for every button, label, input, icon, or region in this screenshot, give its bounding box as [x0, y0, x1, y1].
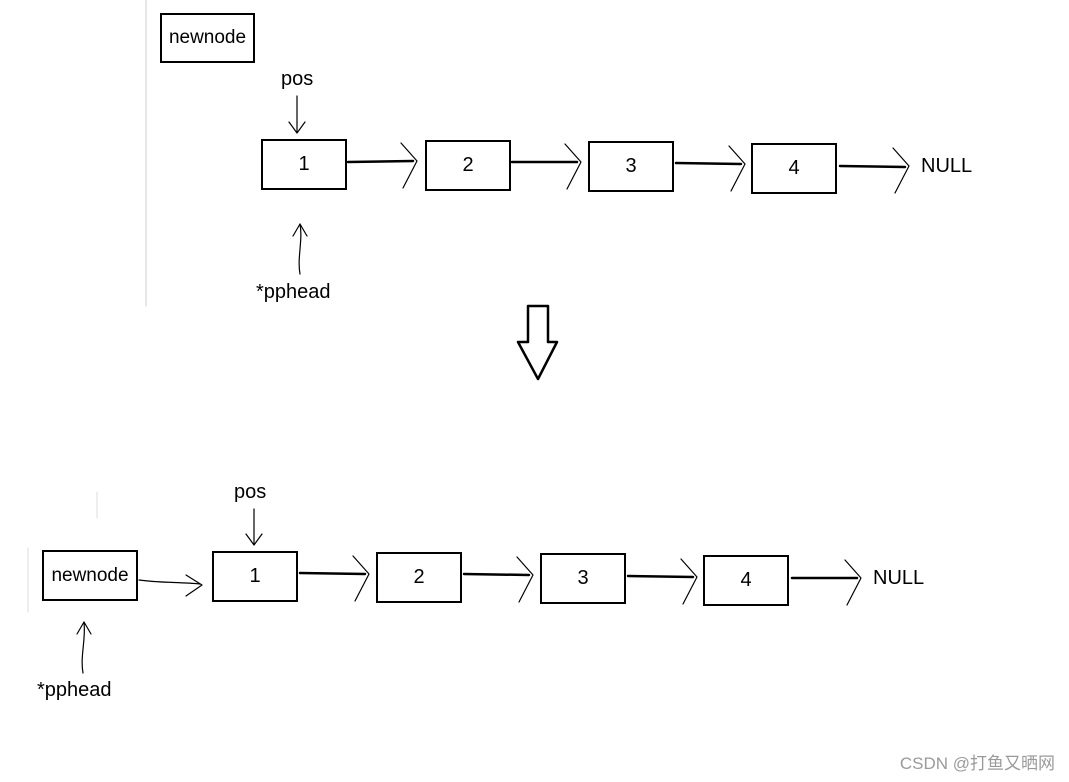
- before-newnode-box: newnode: [160, 13, 255, 63]
- after-link-newnode-1: [138, 574, 203, 597]
- after-pphead-arrow: [76, 621, 92, 674]
- before-pos-arrow: [288, 95, 306, 134]
- after-link-2-3: [462, 556, 534, 603]
- after-node-1: 1: [212, 551, 298, 602]
- after-node-4-value: 4: [740, 569, 752, 591]
- before-node-2-value: 2: [462, 154, 474, 176]
- after-node-4: 4: [703, 555, 789, 606]
- before-pos-label: pos: [281, 68, 314, 90]
- before-node-4: 4: [751, 143, 837, 194]
- before-newnode-label: newnode: [168, 27, 247, 48]
- after-node-1-value: 1: [249, 565, 261, 587]
- before-null-label: NULL: [921, 155, 973, 177]
- transition-down-arrow: [516, 304, 559, 381]
- before-node-4-value: 4: [788, 157, 800, 179]
- before-node-1: 1: [261, 139, 347, 190]
- after-link-1-2: [298, 555, 370, 602]
- before-link-3-4: [674, 145, 746, 192]
- before-pphead-arrow: [292, 223, 308, 275]
- before-link-2-3: [510, 143, 582, 190]
- after-link-4-null: [790, 559, 862, 606]
- before-node-1-value: 1: [298, 153, 310, 175]
- after-pphead-label: *pphead: [37, 679, 112, 701]
- after-node-3-value: 3: [577, 567, 589, 589]
- after-newnode-label: newnode: [51, 564, 129, 586]
- watermark: CSDN @打鱼又晒网: [899, 754, 1055, 773]
- after-pos-arrow: [245, 508, 263, 546]
- after-node-2-value: 2: [413, 566, 425, 588]
- after-null-label: NULL: [873, 567, 925, 589]
- before-link-1-2: [346, 142, 418, 189]
- after-newnode-box: newnode: [42, 550, 138, 601]
- before-node-3: 3: [588, 141, 674, 192]
- before-node-2: 2: [425, 140, 511, 191]
- after-pos-label: pos: [234, 481, 267, 503]
- after-link-3-4: [626, 558, 698, 605]
- after-node-2: 2: [376, 552, 462, 603]
- before-link-4-null: [838, 147, 910, 194]
- before-node-3-value: 3: [625, 155, 637, 177]
- after-node-3: 3: [540, 553, 626, 604]
- before-pphead-label: *pphead: [256, 281, 331, 303]
